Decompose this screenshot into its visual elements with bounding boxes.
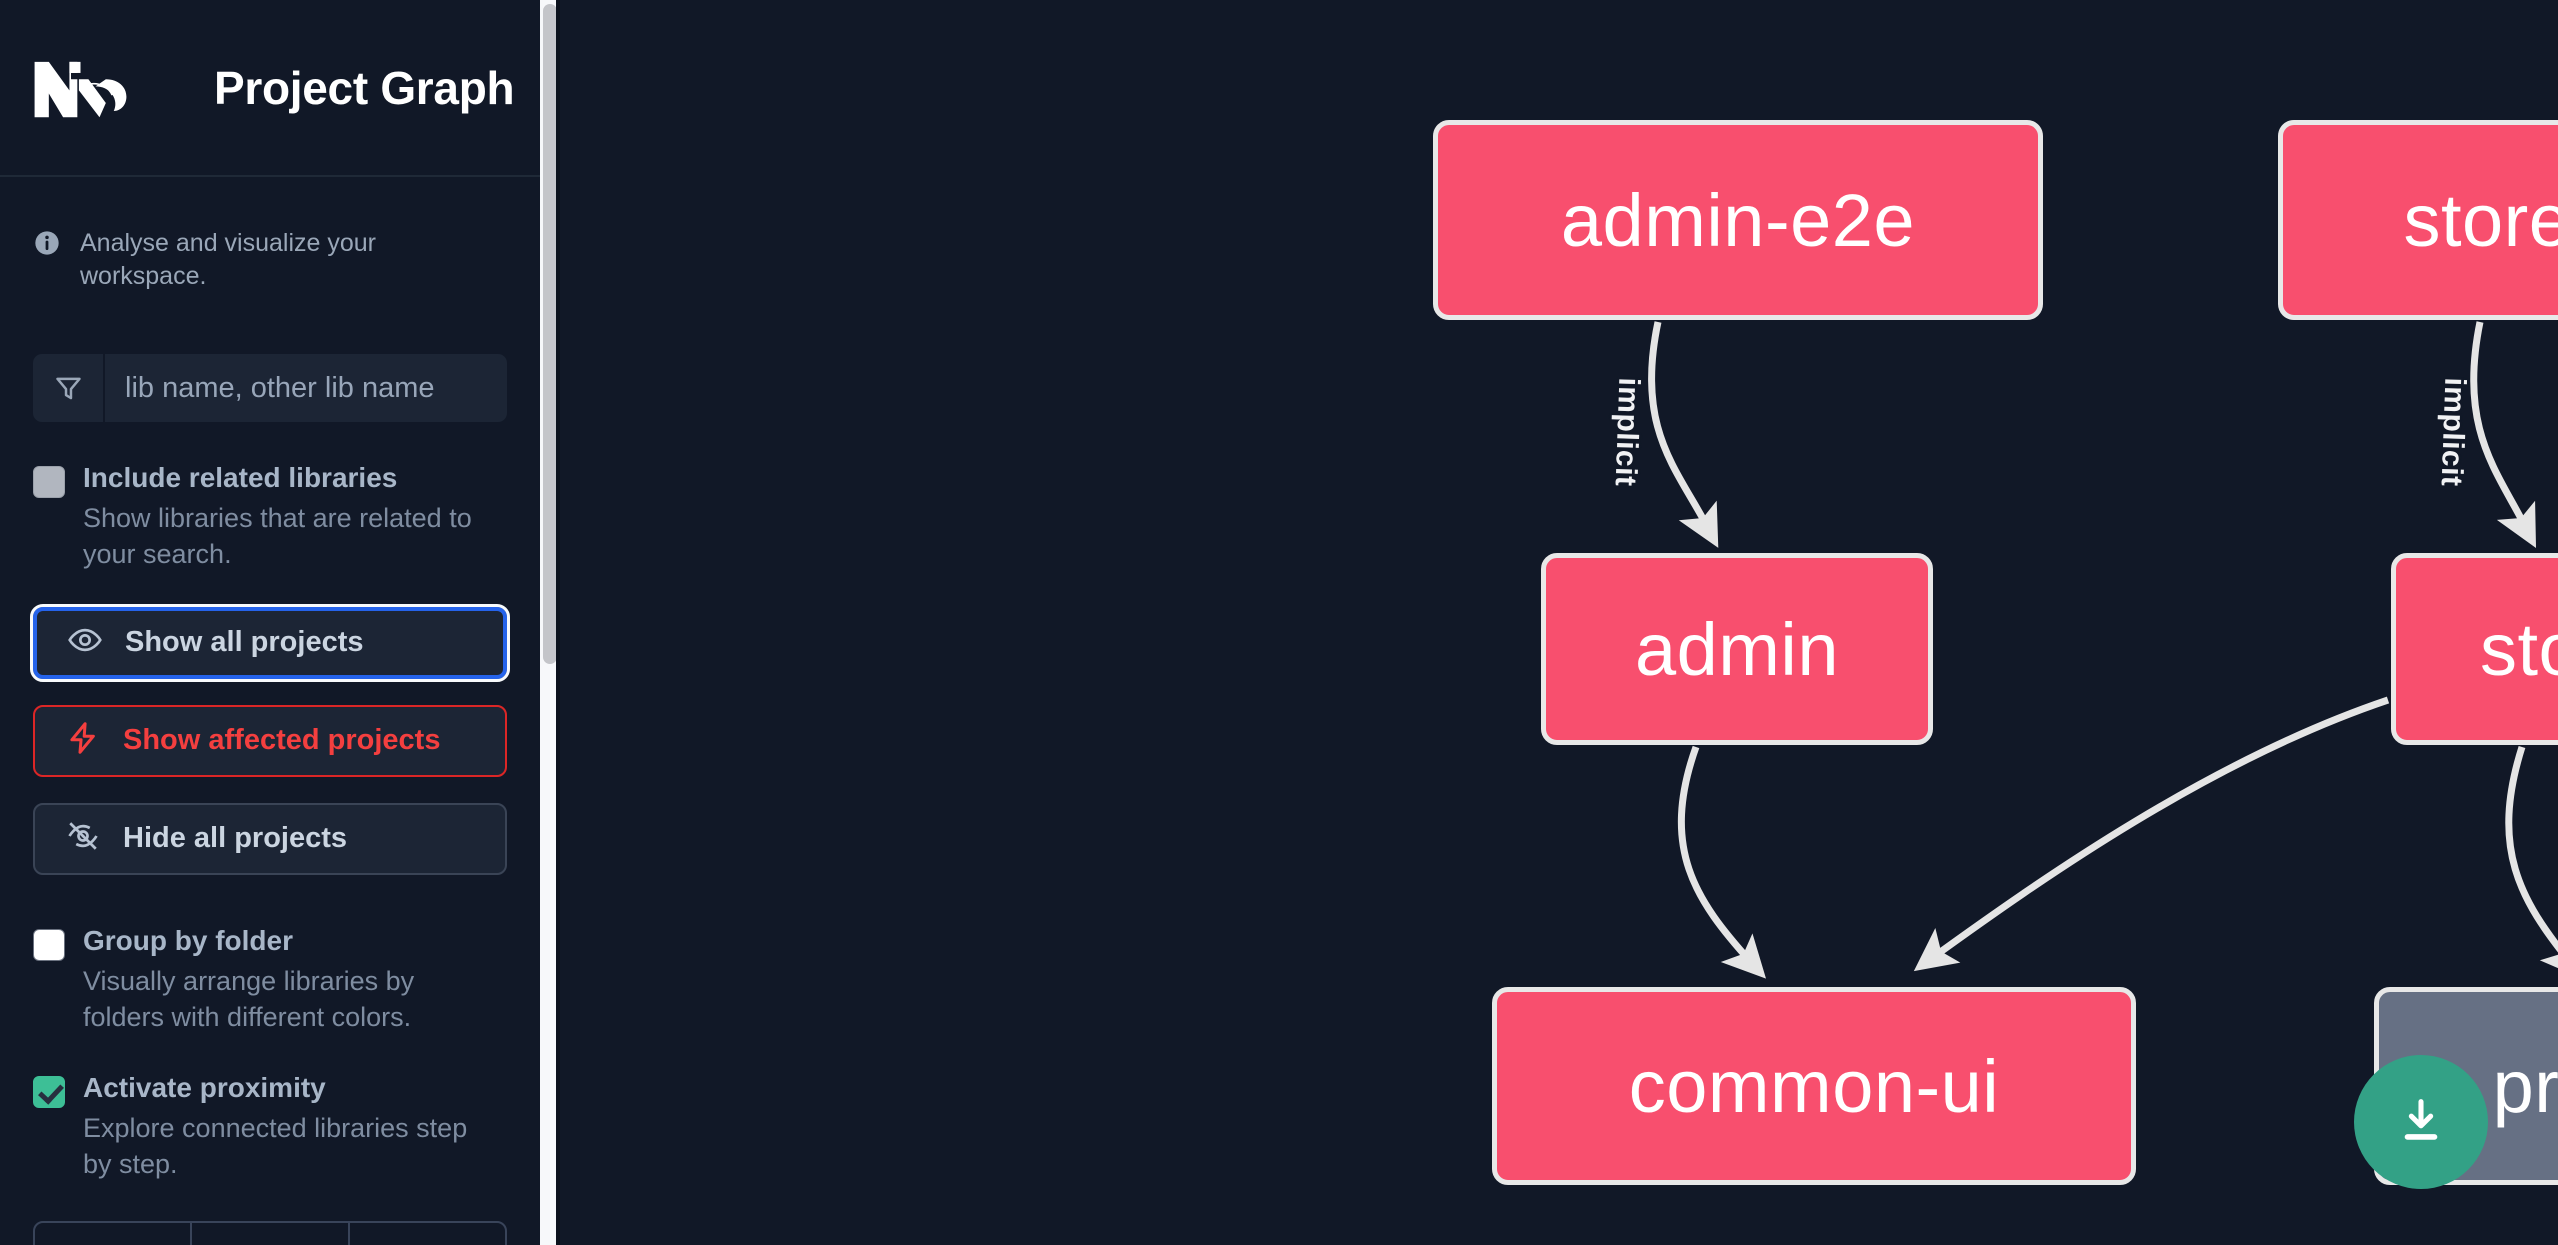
node-label: common-ui: [1628, 1044, 2000, 1128]
show-affected-projects-button[interactable]: Show affected projects: [33, 704, 507, 777]
graph-node-common-ui[interactable]: common-ui: [1492, 987, 2136, 1185]
download-button[interactable]: [2354, 1055, 2488, 1189]
button-label: Show affected projects: [123, 724, 441, 757]
option-description: Visually arrange libraries by folders wi…: [83, 965, 415, 1033]
graph-node-admin[interactable]: admin: [1541, 553, 1933, 745]
node-label: store: [2479, 607, 2558, 691]
node-label: store-e2e: [2403, 178, 2558, 262]
activate-proximity-checkbox[interactable]: [33, 1075, 65, 1108]
node-label: products: [2492, 1044, 2558, 1128]
node-label: admin-e2e: [1560, 178, 1916, 262]
graph-node-store-e2e[interactable]: store-e2e: [2278, 120, 2558, 320]
edge-label-admin-e2e-admin: implicit: [1608, 376, 1646, 488]
info-icon: [33, 229, 61, 266]
include-related-libraries-checkbox[interactable]: [33, 466, 65, 498]
node-label: admin: [1634, 607, 1840, 691]
filter-icon: [33, 354, 105, 422]
option-include-related-libraries[interactable]: Include related libraries Show libraries…: [0, 422, 540, 573]
search-input[interactable]: [105, 354, 507, 422]
eye-off-icon: [65, 818, 101, 859]
sidebar-divider: [556, 0, 560, 1245]
edge-label-store-e2e-store: implicit: [2434, 376, 2472, 488]
option-label: Include related libraries: [83, 462, 398, 493]
graph-node-admin-e2e[interactable]: admin-e2e: [1433, 120, 2043, 320]
button-label: Show all projects: [125, 626, 364, 659]
workspace-note: Analyse and visualize your workspace.: [0, 177, 540, 292]
workspace-note-text: Analyse and visualize your workspace.: [80, 229, 376, 290]
sidebar-header: Project Graph: [0, 0, 540, 177]
graph-canvas[interactable]: admin-e2e store-e2e admin store common-u…: [560, 0, 2558, 1245]
bolt-icon: [65, 720, 101, 761]
page-title: Project Graph: [214, 61, 515, 114]
hide-all-projects-button[interactable]: Hide all projects: [33, 802, 507, 875]
group-by-folder-checkbox[interactable]: [33, 928, 65, 961]
segment-option-2[interactable]: [192, 1222, 350, 1245]
sidebar: Project Graph Analyse and visualize your…: [0, 0, 560, 1245]
search-field[interactable]: [33, 354, 507, 422]
graph-node-store[interactable]: store: [2391, 553, 2558, 745]
show-all-projects-button[interactable]: Show all projects: [30, 603, 510, 682]
segment-option-3[interactable]: [350, 1223, 505, 1245]
option-description: Show libraries that are related to your …: [83, 503, 472, 570]
proximity-segmented-control[interactable]: [33, 1220, 507, 1245]
sidebar-scrollbar-thumb[interactable]: [543, 4, 557, 664]
option-label: Activate proximity: [83, 1071, 326, 1103]
option-activate-proximity[interactable]: Activate proximity Explore connected lib…: [0, 1036, 540, 1183]
option-label: Group by folder: [83, 924, 293, 956]
nx-logo-icon: [33, 57, 128, 119]
segment-option-1[interactable]: [35, 1222, 193, 1245]
button-label: Hide all projects: [123, 822, 348, 855]
option-description: Explore connected libraries step by step…: [83, 1112, 468, 1180]
sidebar-scrollbar[interactable]: [540, 0, 560, 1245]
option-group-by-folder[interactable]: Group by folder Visually arrange librari…: [0, 875, 540, 1036]
eye-icon: [67, 622, 103, 663]
download-icon: [2392, 1092, 2450, 1153]
